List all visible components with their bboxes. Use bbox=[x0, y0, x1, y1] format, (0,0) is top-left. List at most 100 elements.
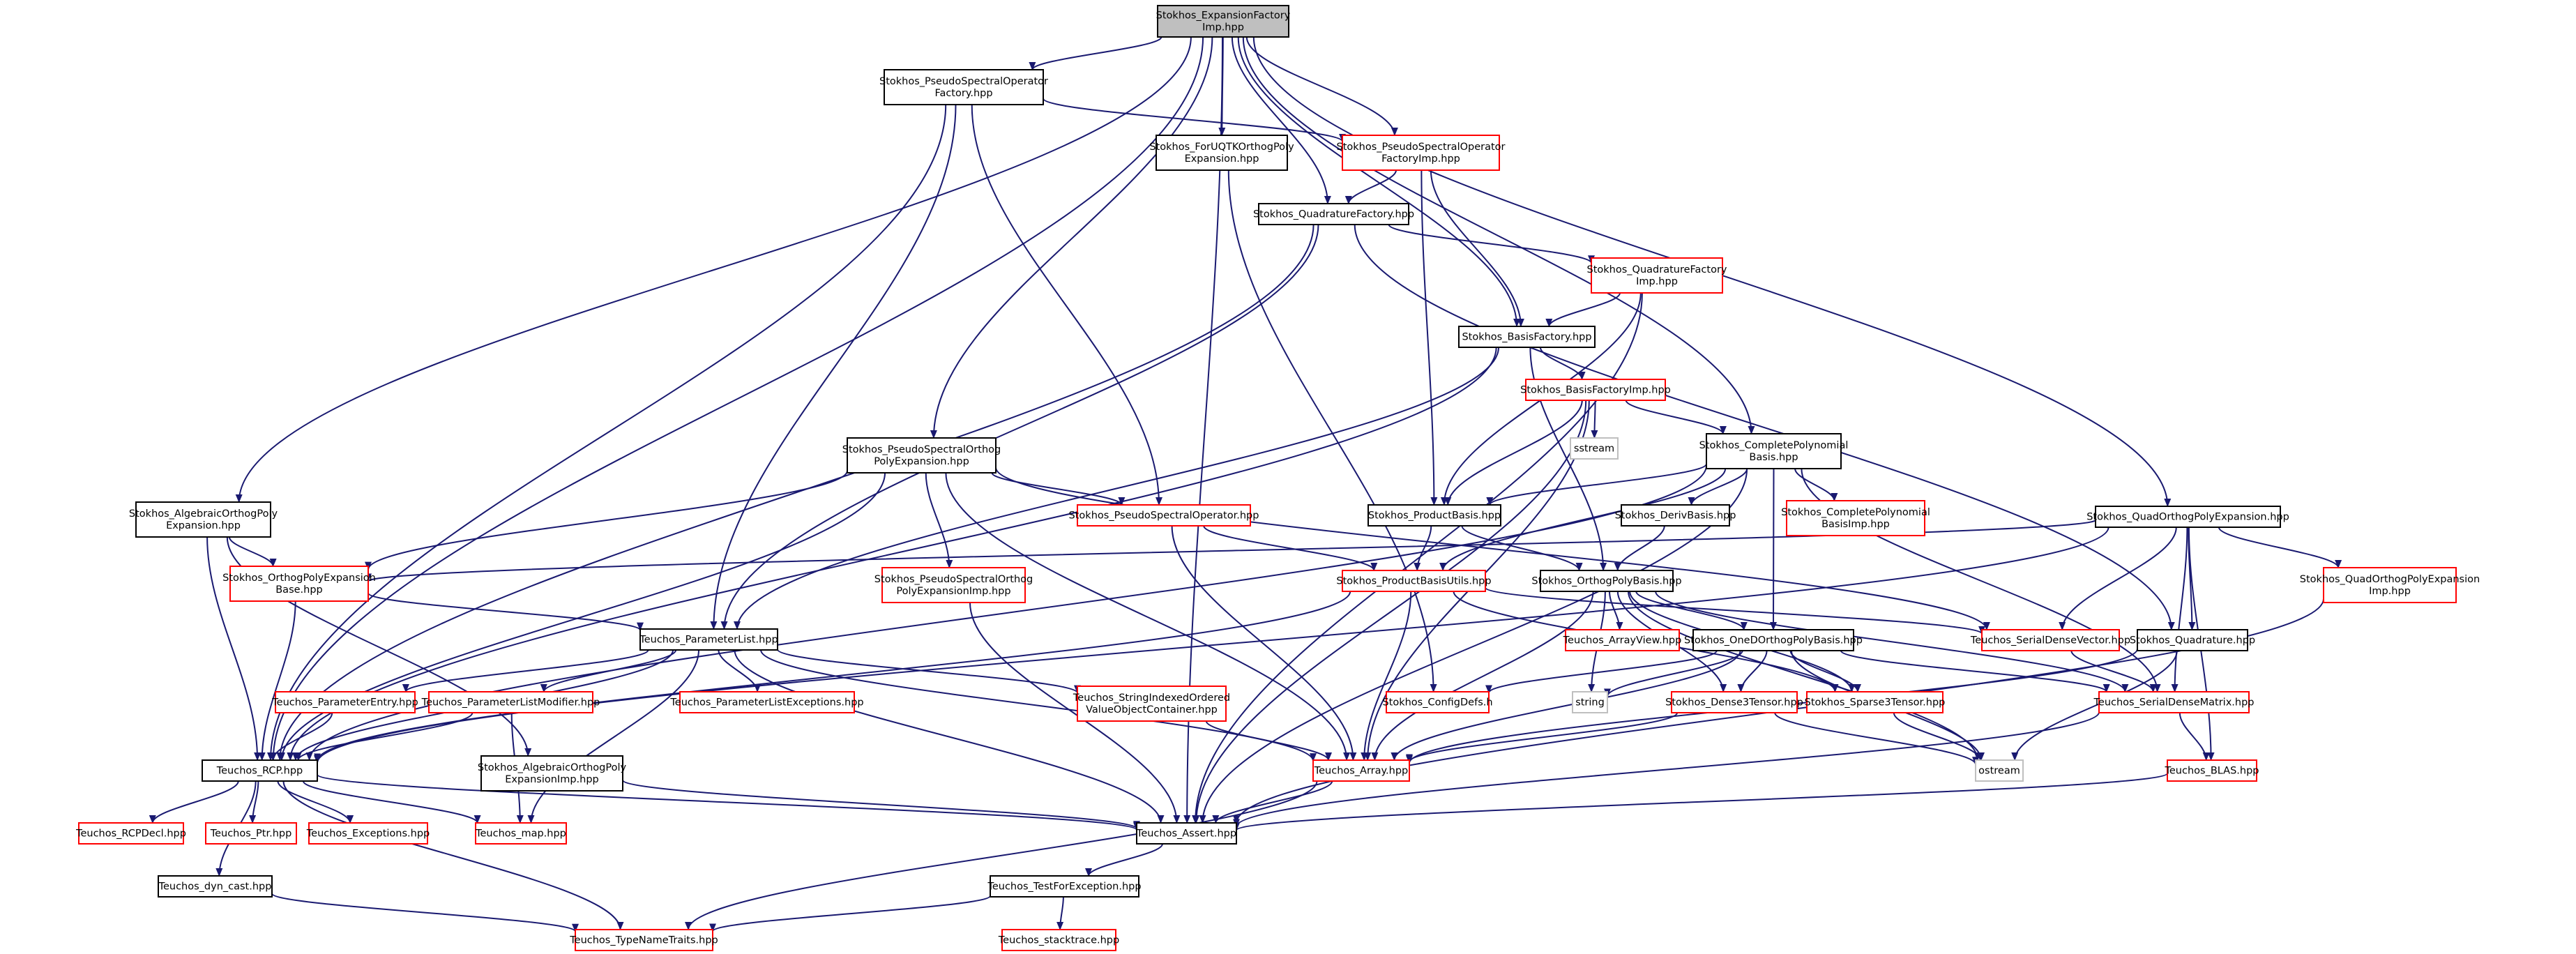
node-sivoc[interactable]: Teuchos_StringIndexedOrderedValueObjectC… bbox=[1073, 686, 1230, 722]
edge-psofi-to-pb bbox=[1420, 169, 1438, 506]
edge-opb-to-array bbox=[1371, 591, 1594, 761]
node-pl[interactable]: Teuchos_ParameterList.hpp bbox=[639, 628, 778, 651]
node-tfe[interactable]: Teuchos_TestForException.hpp bbox=[987, 875, 1142, 898]
node-bf[interactable]: Stokhos_BasisFactory.hpp bbox=[1458, 326, 1596, 348]
node-st[interactable]: Teuchos_stacktrace.hpp bbox=[998, 929, 1119, 951]
node-box bbox=[275, 691, 416, 713]
node-bfi[interactable]: Stokhos_BasisFactoryImp.hpp bbox=[1520, 379, 1671, 401]
node-map[interactable]: Teuchos_map.hpp bbox=[475, 822, 567, 845]
node-array[interactable]: Teuchos_Array.hpp bbox=[1312, 759, 1410, 782]
edge-cpb-to-pbu bbox=[1439, 468, 1727, 571]
edge-pso-to-array bbox=[1171, 525, 1357, 761]
node-psofi[interactable]: Stokhos_PseudoSpectralOperatorFactoryImp… bbox=[1336, 135, 1506, 171]
node-plm[interactable]: Teuchos_ParameterListModifier.hpp bbox=[421, 691, 600, 713]
edge-opb-to-ostream bbox=[1628, 591, 1981, 761]
node-box bbox=[308, 822, 428, 845]
node-label: Teuchos_ParameterEntry.hpp bbox=[271, 697, 418, 709]
node-box bbox=[639, 628, 778, 651]
edge-cpb-to-cpbi bbox=[1794, 468, 1838, 501]
node-string[interactable]: string bbox=[1572, 691, 1608, 713]
node-label: Stokhos_QuadOrthogPolyExpansion bbox=[2300, 574, 2480, 585]
node-sstream[interactable]: sstream bbox=[1570, 437, 1619, 460]
node-pspei[interactable]: Stokhos_PseudoSpectralOrthogPolyExpansio… bbox=[874, 567, 1033, 603]
edge-bfi-to-sstream bbox=[1591, 400, 1598, 439]
node-label: Teuchos_stacktrace.hpp bbox=[998, 935, 1119, 946]
node-tnt[interactable]: Teuchos_TypeNameTraits.hpp bbox=[569, 929, 718, 951]
node-label: Teuchos_SerialDenseVector.hpp bbox=[1970, 635, 2130, 646]
node-box bbox=[2323, 567, 2457, 603]
node-psof[interactable]: Stokhos_PseudoSpectralOperatorFactory.hp… bbox=[879, 69, 1048, 105]
node-label: Stokhos_QuadOrthogPolyExpansion.hpp bbox=[2086, 512, 2289, 523]
edge-root-to-pspe bbox=[930, 36, 1213, 439]
node-d3t[interactable]: Stokhos_Dense3Tensor.hpp bbox=[1665, 691, 1803, 713]
node-box bbox=[1621, 504, 1730, 527]
node-ple[interactable]: Teuchos_ParameterListExceptions.hpp bbox=[669, 691, 864, 713]
edge-root-to-psof bbox=[1029, 36, 1162, 70]
node-sdm[interactable]: Teuchos_SerialDenseMatrix.hpp bbox=[2093, 691, 2255, 713]
node-assert[interactable]: Teuchos_Assert.hpp bbox=[1136, 822, 1237, 845]
edge-cpb-to-pb bbox=[1486, 463, 1707, 506]
node-box bbox=[1077, 504, 1251, 527]
node-label: Teuchos_ArrayView.hpp bbox=[1563, 635, 1682, 646]
node-label: Teuchos_ParameterList.hpp bbox=[639, 635, 778, 646]
edge-bfi-to-cpb bbox=[1625, 400, 1727, 434]
node-sdv[interactable]: Teuchos_SerialDenseVector.hpp bbox=[1970, 629, 2130, 651]
node-algopei[interactable]: Stokhos_AlgebraicOrthogPolyExpansionImp.… bbox=[478, 755, 627, 792]
node-rcpdecl[interactable]: Teuchos_RCPDecl.hpp bbox=[75, 822, 186, 845]
edge-foruq-to-cd bbox=[1227, 169, 1437, 692]
node-ptr[interactable]: Teuchos_Ptr.hpp bbox=[205, 822, 297, 845]
node-pb[interactable]: Stokhos_ProductBasis.hpp bbox=[1367, 504, 1501, 527]
node-pbu[interactable]: Stokhos_ProductBasisUtils.hpp bbox=[1336, 570, 1492, 592]
node-qf[interactable]: Stokhos_QuadratureFactory.hpp bbox=[1253, 203, 1414, 225]
node-odopb[interactable]: Stokhos_OneDOrthogPolyBasis.hpp bbox=[1684, 629, 1863, 651]
node-cd[interactable]: Stokhos_ConfigDefs.h bbox=[1382, 691, 1493, 713]
node-box bbox=[1342, 135, 1500, 171]
node-opb[interactable]: Stokhos_OrthogPolyBasis.hpp bbox=[1531, 570, 1682, 592]
edge-assert-to-tfe bbox=[1085, 843, 1163, 877]
node-box bbox=[2167, 759, 2257, 782]
node-blas[interactable]: Teuchos_BLAS.hpp bbox=[2164, 759, 2259, 782]
edge-pl-to-sivoc bbox=[777, 649, 1081, 694]
edge-pspei-to-assert bbox=[969, 602, 1181, 824]
node-box bbox=[1565, 629, 1680, 651]
node-rcp[interactable]: Teuchos_RCP.hpp bbox=[202, 759, 318, 782]
edge-cpb-to-odopb bbox=[1770, 468, 1778, 630]
node-label: PolyExpansion.hpp bbox=[874, 456, 969, 467]
edge-psofi-to-qf bbox=[1344, 169, 1397, 204]
node-av[interactable]: Teuchos_ArrayView.hpp bbox=[1563, 629, 1682, 651]
node-ostream[interactable]: ostream bbox=[1975, 759, 2024, 782]
node-pspe[interactable]: Stokhos_PseudoSpectralOrthogPolyExpansio… bbox=[842, 437, 1001, 474]
node-dyn[interactable]: Teuchos_dyn_cast.hpp bbox=[158, 875, 273, 898]
node-box bbox=[1540, 570, 1674, 592]
node-s3t[interactable]: Stokhos_Sparse3Tensor.hpp bbox=[1805, 691, 1946, 713]
node-label: Stokhos_PseudoSpectralOperator bbox=[879, 76, 1048, 87]
node-box bbox=[990, 875, 1139, 898]
edge-pspe-to-array bbox=[945, 472, 1351, 761]
node-label: Teuchos_Exceptions.hpp bbox=[306, 828, 430, 840]
node-box bbox=[575, 929, 713, 951]
node-label: BasisImp.hpp bbox=[1821, 519, 1890, 530]
edge-pb-to-opb bbox=[1461, 525, 1583, 571]
edge-array-to-tnt bbox=[685, 780, 1318, 930]
edge-pspe-to-sdv bbox=[995, 467, 1990, 630]
node-label: Stokhos_PseudoSpectralOrthog bbox=[842, 444, 1001, 455]
node-qope[interactable]: Stokhos_QuadOrthogPolyExpansion.hpp bbox=[2086, 506, 2289, 528]
edge-pl-to-array bbox=[760, 649, 1317, 762]
node-label: Teuchos_RCP.hpp bbox=[216, 766, 303, 777]
node-db[interactable]: Stokhos_DerivBasis.hpp bbox=[1615, 504, 1736, 527]
node-exc[interactable]: Teuchos_Exceptions.hpp bbox=[306, 822, 430, 845]
node-pso[interactable]: Stokhos_PseudoSpectralOperator.hpp bbox=[1069, 504, 1259, 527]
node-quad[interactable]: Stokhos_Quadrature.hpp bbox=[2130, 629, 2255, 651]
node-label: Stokhos_ProductBasis.hpp bbox=[1368, 510, 1501, 522]
node-box bbox=[78, 822, 184, 845]
node-pe[interactable]: Teuchos_ParameterEntry.hpp bbox=[271, 691, 418, 713]
edge-cpb-to-rcp bbox=[305, 465, 1707, 761]
